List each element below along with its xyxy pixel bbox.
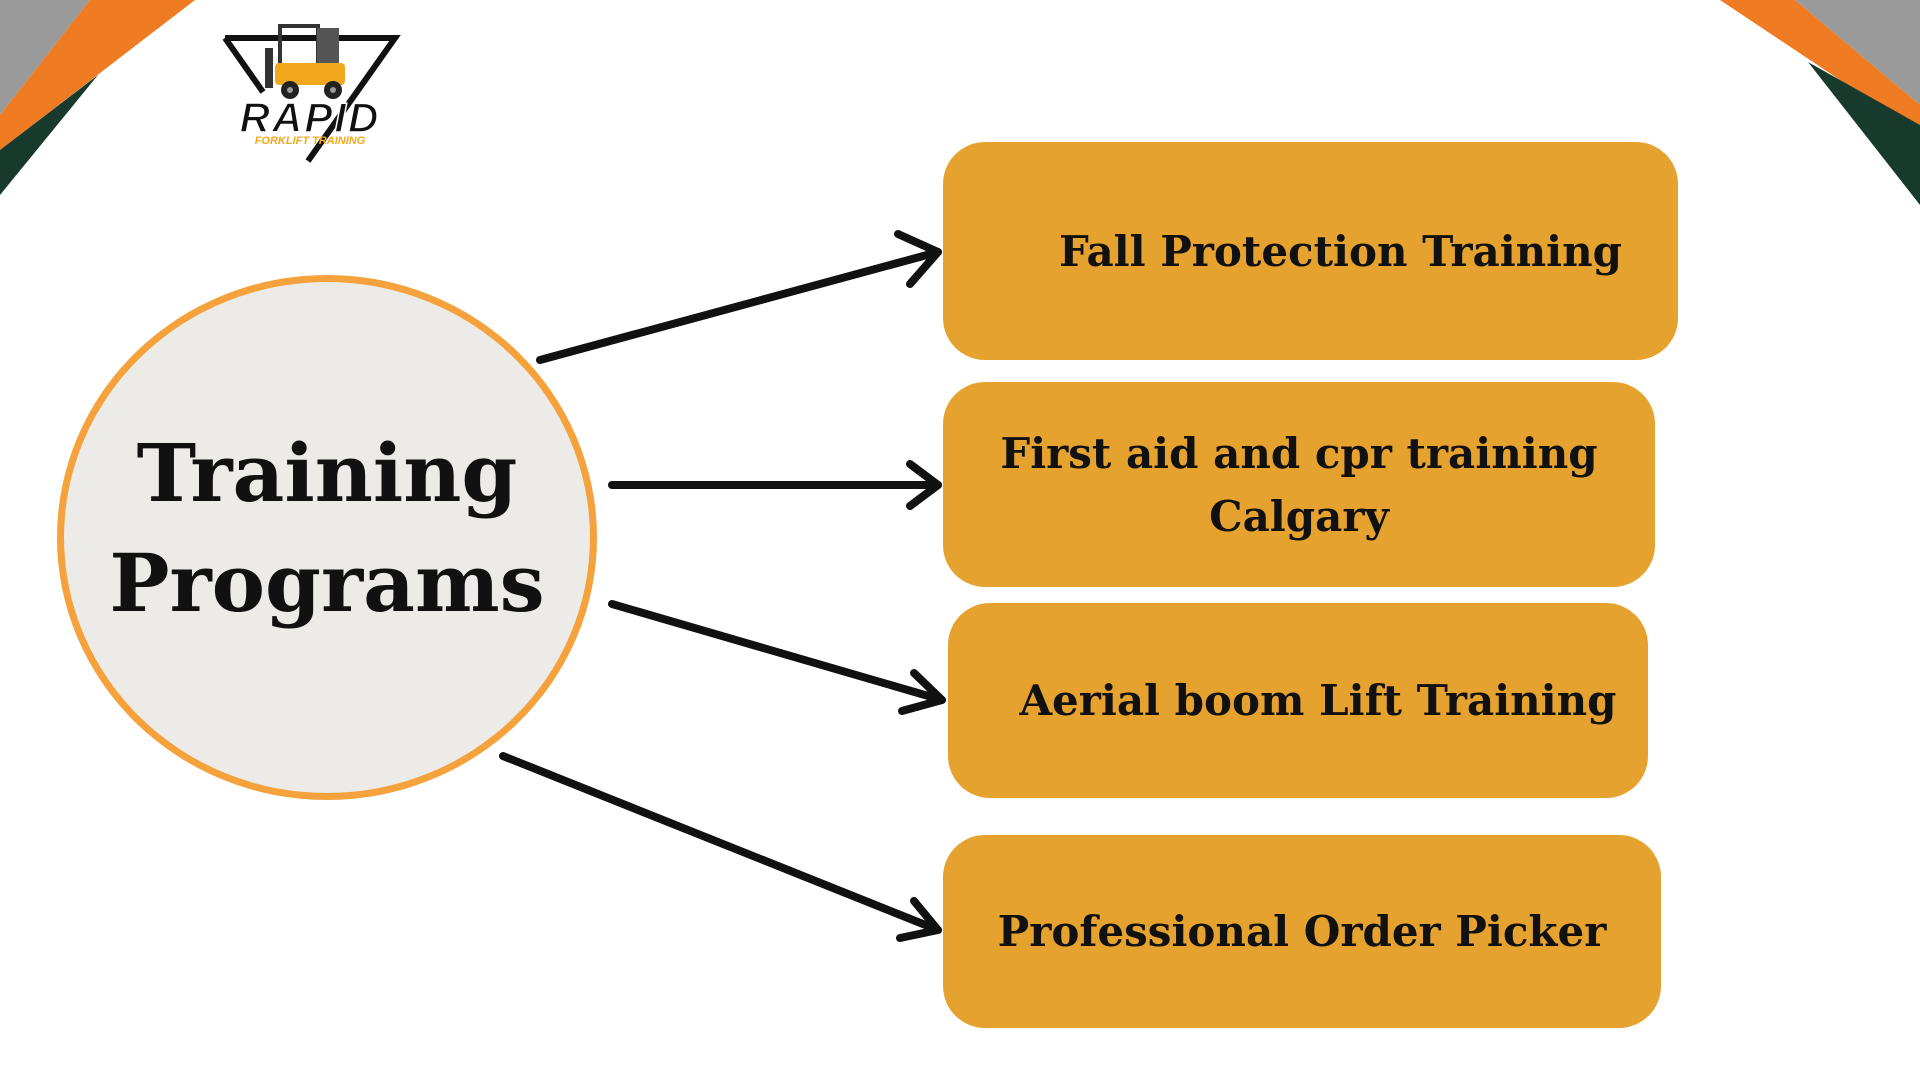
training-programs-hub: Training Programs bbox=[57, 275, 597, 800]
arrow-to-fall-protection bbox=[536, 230, 942, 364]
program-box-aerial-boom-lift: Aerial boom Lift Training bbox=[948, 603, 1648, 798]
program-label: Professional Order Picker bbox=[997, 907, 1607, 956]
arrow-to-first-aid bbox=[608, 460, 942, 510]
top-left-corner-shape bbox=[0, 0, 195, 195]
arrow-to-aerial-boom bbox=[608, 600, 946, 715]
forklift-icon bbox=[222, 24, 401, 163]
rapid-forklift-training-logo: RAPID FORKLIFT TRAINING bbox=[222, 24, 401, 163]
program-box-fall-protection: Fall Protection Training bbox=[943, 142, 1678, 360]
program-label: First aid and cpr training Calgary bbox=[1000, 428, 1598, 541]
program-label: Aerial boom Lift Training bbox=[1019, 676, 1617, 725]
logo-tagline-text: FORKLIFT TRAINING bbox=[255, 135, 366, 147]
program-label: Fall Protection Training bbox=[1058, 226, 1623, 276]
logo-brand-text: RAPID bbox=[240, 94, 381, 141]
program-box-first-aid-cpr: First aid and cpr training Calgary bbox=[943, 382, 1655, 587]
top-right-corner-shape bbox=[1720, 0, 1920, 205]
arrow-to-order-picker bbox=[499, 752, 942, 942]
program-box-order-picker: Professional Order Picker bbox=[943, 835, 1661, 1028]
hub-title: Training Programs bbox=[109, 425, 545, 630]
